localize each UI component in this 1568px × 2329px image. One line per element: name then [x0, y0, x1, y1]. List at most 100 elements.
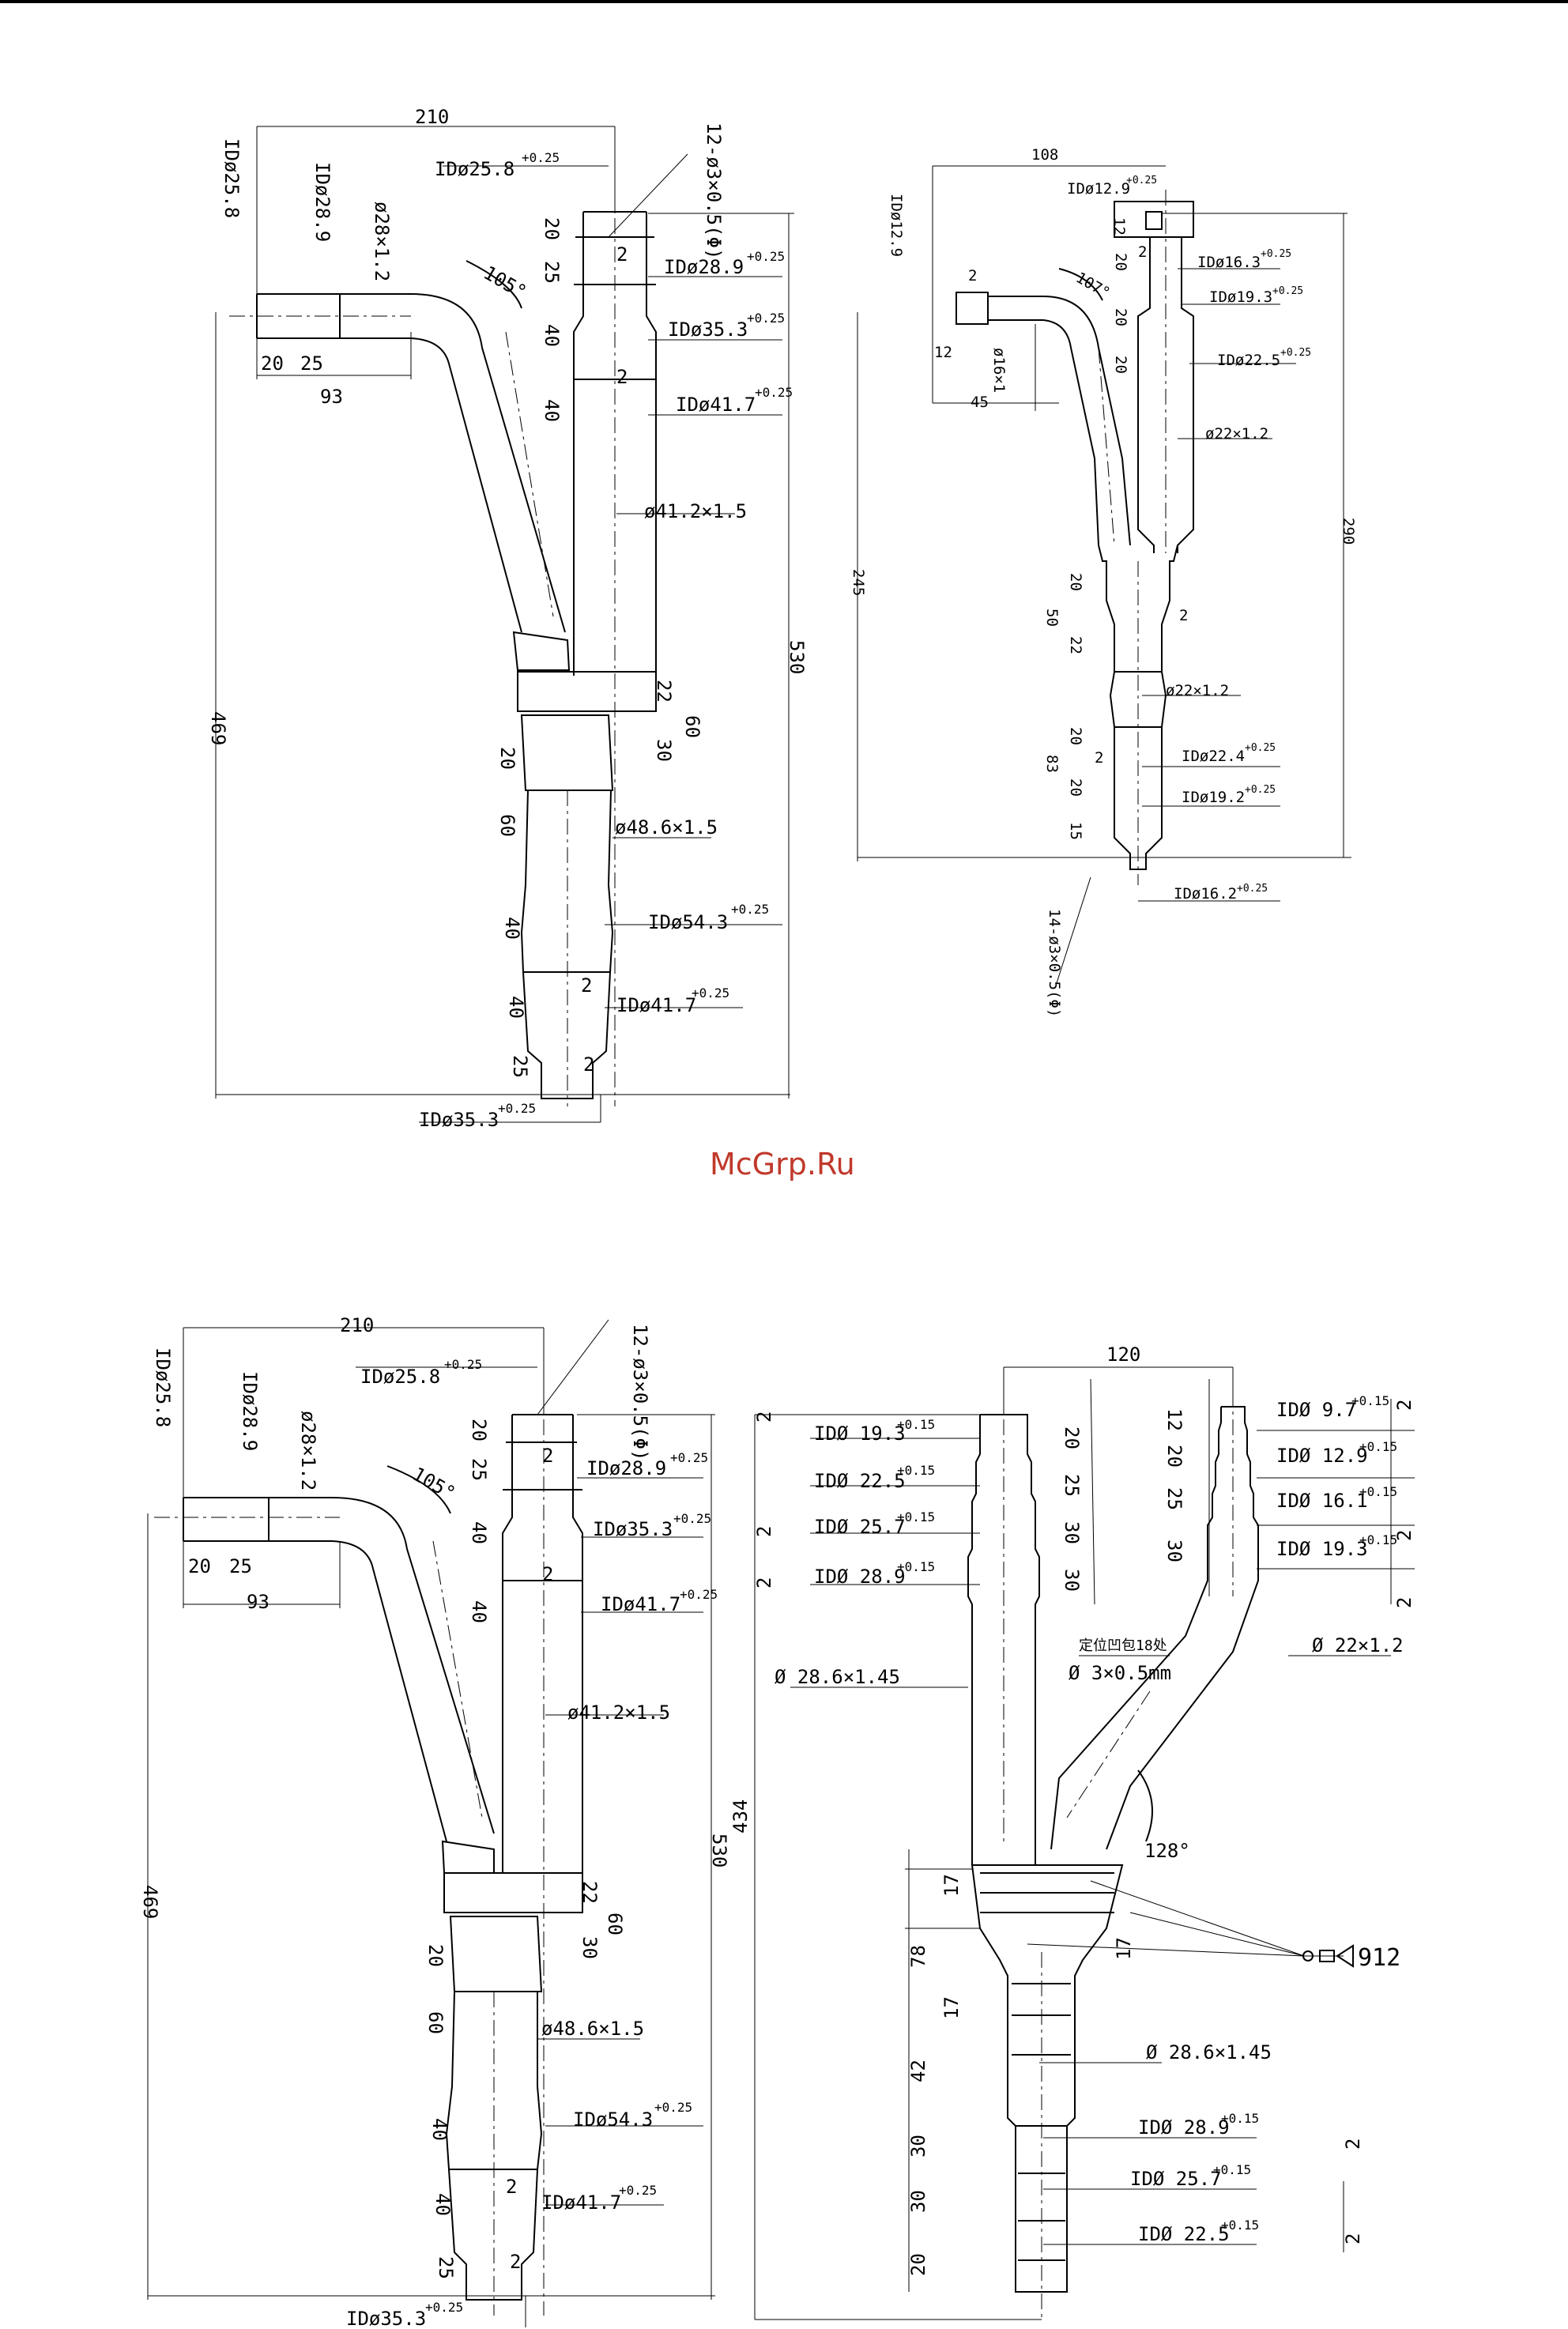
- d4-dim-20b: 20: [1163, 1445, 1185, 1468]
- d2-dim-290: 290: [1340, 518, 1357, 545]
- d4-note: 定位凹包18处: [1079, 1637, 1167, 1654]
- d2-tol-b: +0.25: [1261, 248, 1291, 260]
- d1-dim-530: 530: [786, 640, 808, 674]
- d3-tol-a: +0.25: [444, 1357, 482, 1372]
- d3-label-id353b: IDø35.3: [346, 2308, 426, 2329]
- d2-mark-2a: 2: [968, 267, 977, 285]
- d3-dim-25b: 25: [468, 1458, 490, 1481]
- d4-mark-2h: 2: [1342, 2233, 1364, 2244]
- d1-dim-60: 60: [681, 715, 703, 738]
- d2-dim-20e: 20: [1067, 727, 1084, 745]
- d3-label-id417: IDø41.7: [601, 1593, 680, 1615]
- d3-mark-2a: 2: [542, 1445, 553, 1467]
- d1-label-id543: IDø54.3: [648, 911, 728, 933]
- d4-label-id289b: IDØ 28.9: [1138, 2116, 1230, 2139]
- d2-dim-12: 12: [934, 344, 952, 361]
- d1-label-28x12: ø28×1.2: [371, 202, 393, 281]
- d3-dim-20c: 20: [424, 1944, 447, 1967]
- d3-dim-22: 22: [579, 1881, 601, 1904]
- d1-label-id417b: IDø41.7: [616, 994, 696, 1016]
- d4-dim-17b: 17: [1113, 1937, 1135, 1960]
- d4-label-id257: IDØ 25.7: [814, 1516, 906, 1538]
- d4-dim-12: 12: [1163, 1408, 1185, 1431]
- drawing-4-y-branch-pipe: [754, 1366, 1415, 2320]
- drawing-2-text: 108 45 12 245 290 12 20 20 20 20 50 22 8…: [850, 146, 1357, 1017]
- d4-dim-17a: 17: [940, 1874, 963, 1897]
- d2-label-16x1: ø16×1: [990, 348, 1008, 393]
- d4-dim-42: 42: [907, 2060, 929, 2082]
- d1-dim-20: 20: [261, 352, 284, 375]
- d1-dim-93: 93: [320, 386, 343, 408]
- d3-dim-20b: 20: [468, 1419, 490, 1441]
- d4-dim-17c: 17: [940, 1996, 963, 2019]
- d4-label-id225: IDØ 22.5: [814, 1470, 906, 1492]
- d2-dim-20c: 20: [1112, 356, 1129, 374]
- d2-mark-2b: 2: [1179, 607, 1188, 624]
- d1-label-id258-left: IDø25.8: [220, 138, 243, 218]
- d3-tol-f: +0.25: [619, 2183, 657, 2198]
- d3-dim-40d: 40: [432, 2193, 454, 2216]
- d1-dim-40c: 40: [501, 917, 523, 940]
- drawing-4-text: 120 20 25 30 30 12 20 25 30 434 17 78 17…: [729, 1344, 1415, 2276]
- d2-dim-20a: 20: [1112, 253, 1129, 271]
- d3-dim-210: 210: [340, 1314, 374, 1336]
- d2-dim-45: 45: [971, 394, 989, 411]
- d2-holes: 14-ø3×0.5(Φ): [1046, 909, 1063, 1017]
- d3-tol-d: +0.25: [680, 1587, 718, 1602]
- d4-label-id289: IDØ 28.9: [814, 1566, 906, 1588]
- d4-tol-e: +0.15: [1351, 1393, 1389, 1408]
- watermark-text: McGrp.Ru: [710, 1147, 855, 1181]
- d3-label-id543: IDø54.3: [573, 2109, 653, 2131]
- d1-label-id353: IDø35.3: [668, 318, 748, 341]
- d3-label-id258-left: IDø25.8: [152, 1347, 174, 1427]
- d4-mark-2a: 2: [753, 1411, 775, 1423]
- d3-label-412x15: ø41.2×1.5: [567, 1702, 670, 1724]
- d4-label-id129: IDØ 12.9: [1276, 1445, 1368, 1467]
- d2-tol-f: +0.25: [1245, 784, 1276, 796]
- d1-tol-d: +0.25: [755, 385, 793, 400]
- d4-tol-b: +0.15: [897, 1463, 935, 1478]
- d3-dim-469: 469: [139, 1885, 161, 1919]
- d1-tol-g: +0.25: [498, 1101, 536, 1116]
- d1-mark-2c: 2: [581, 974, 592, 997]
- d4-label-286x145b: Ø 28.6×1.45: [1146, 2041, 1272, 2063]
- d4-mark-2b: 2: [753, 1526, 775, 1537]
- d1-mark-2d: 2: [583, 1053, 594, 1076]
- d3-holes: 12-ø3×0.5(Φ): [629, 1324, 651, 1460]
- d2-dim-12b: 12: [1110, 217, 1128, 236]
- d4-tol-c: +0.15: [897, 1509, 935, 1524]
- d1-dim-60b: 60: [496, 814, 518, 837]
- d3-tol-e: +0.25: [654, 2100, 692, 2115]
- d2-tol-a: +0.25: [1126, 175, 1157, 187]
- d3-label-id353: IDø35.3: [593, 1518, 673, 1540]
- d3-label-id289-left: IDø28.9: [239, 1371, 261, 1451]
- d3-dim-93: 93: [247, 1591, 270, 1613]
- d4-angle: 128°: [1144, 1840, 1190, 1862]
- d1-holes: 12-ø3×0.5(Φ): [703, 122, 725, 259]
- d4-dim-30b: 30: [1061, 1569, 1083, 1592]
- d4-dim-20c: 20: [907, 2253, 929, 2276]
- d3-label-28x12: ø28×1.2: [297, 1411, 319, 1490]
- d1-mark-2b: 2: [616, 366, 628, 388]
- d3-label-id258: IDø25.8: [360, 1366, 440, 1388]
- d4-label-id161: IDØ 16.1: [1276, 1490, 1368, 1512]
- d2-dim-20b: 20: [1112, 308, 1129, 326]
- d4-dim-30a: 30: [1061, 1521, 1083, 1544]
- d1-dim-40b: 40: [541, 399, 563, 422]
- d4-mark-2f: 2: [1393, 1597, 1415, 1608]
- d4-label-22x12: Ø 22×1.2: [1312, 1634, 1404, 1656]
- d2-dim-245: 245: [850, 569, 867, 596]
- d1-dim-25b: 25: [541, 261, 563, 284]
- d4-dim-120: 120: [1106, 1344, 1140, 1366]
- d1-tol-f: +0.25: [692, 985, 729, 1001]
- d4-label-id193: IDØ 19.3: [814, 1423, 906, 1445]
- d2-angle: 107°: [1073, 269, 1114, 302]
- d1-tol-e: +0.25: [731, 902, 769, 917]
- d1-dim-210: 210: [415, 106, 449, 128]
- d3-dim-530: 530: [708, 1833, 730, 1867]
- d2-dim-83: 83: [1043, 755, 1061, 773]
- drawing-3-branch-pipe: [147, 1319, 715, 2327]
- d3-mark-2b: 2: [542, 1563, 553, 1585]
- d2-label-id129-left: IDø12.9: [888, 194, 905, 257]
- d1-dim-40a: 40: [541, 324, 563, 347]
